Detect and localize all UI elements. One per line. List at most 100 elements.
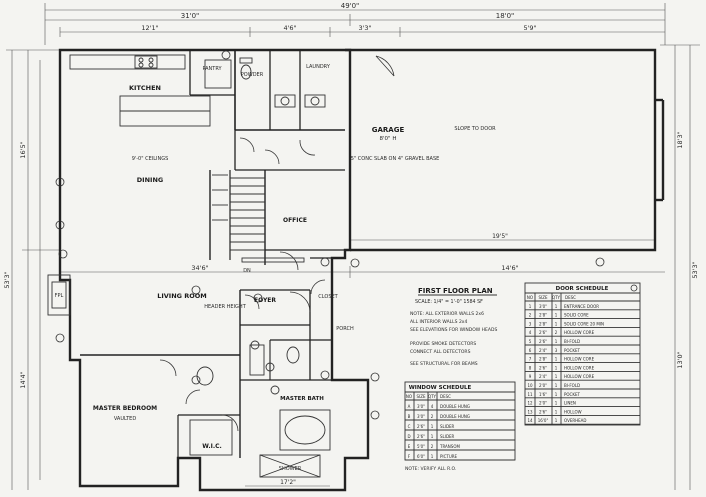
dim-left-overall: 53'3" <box>3 271 11 288</box>
dim-top-c: 4'6" <box>283 24 296 32</box>
window-col-desc: DESC <box>440 394 451 399</box>
plan-title: FIRST FLOOR PLAN <box>418 287 493 295</box>
plan-note-4: PROVIDE SMOKE DETECTORS <box>410 341 476 347</box>
door-schedule-cell: 1 <box>555 409 558 414</box>
dim-mid-b: 14'6" <box>501 264 518 272</box>
door-schedule-cell: ENTRANCE DOOR <box>564 304 599 309</box>
label-porch: PORCH <box>336 326 354 332</box>
door-schedule-cell: 10 <box>527 383 533 388</box>
door-schedule-cell: 2 <box>555 330 558 335</box>
dim-right-a: 18'3" <box>676 131 684 148</box>
window-schedule-cell: B <box>408 414 411 419</box>
window-schedule-cell: 3'0" <box>417 414 425 419</box>
door-schedule-cell: LINEN <box>564 401 576 406</box>
window-schedule-footer: NOTE: VERIFY ALL R.O. <box>405 466 456 472</box>
door-schedule-cell: 2 <box>529 313 532 318</box>
door-schedule-cell: 1 <box>555 383 558 388</box>
door-schedule-cell: SOLID CORE 20 MIN <box>564 321 604 326</box>
label-living-room: LIVING ROOM <box>157 292 207 300</box>
door-schedule-cell: 12 <box>527 401 533 406</box>
label-office: OFFICE <box>283 217 307 224</box>
plan-note-3: SEE ELEVATIONS FOR WINDOW HEADS <box>410 327 497 333</box>
label-wic: W.I.C. <box>202 443 222 450</box>
window-schedule-cell: PICTURE <box>440 454 458 459</box>
ceiling-note: 9'-0" CEILINGS <box>132 156 169 162</box>
closet-shelves <box>189 419 233 456</box>
door-col-desc: DESC <box>565 295 576 300</box>
door-schedule-cell: 1'6" <box>539 392 547 397</box>
plan-note-1: NOTE: ALL EXTERIOR WALLS 2x6 <box>410 311 484 317</box>
label-powder: POWDER <box>241 72 264 78</box>
garage-slope-note: SLOPE TO DOOR <box>454 126 496 132</box>
plan-note-6: SEE STRUCTURAL FOR BEAMS <box>410 361 478 367</box>
window-schedule-cell: 4 <box>431 404 434 409</box>
garage-slab-note: 5" CONC SLAB ON 4" GRAVEL BASE <box>351 156 440 162</box>
window-schedule-cell: E <box>408 444 411 449</box>
window-col-no: NO <box>406 394 412 399</box>
door-schedule-cell: 4 <box>529 330 532 335</box>
room-labels: KITCHEN PANTRY POWDER LAUNDRY GARAGE 8'0… <box>55 64 496 472</box>
window-schedule-cell: 2 <box>431 414 434 419</box>
door-schedule-cell: SOLID CORE <box>564 313 589 318</box>
window-schedule-title: WINDOW SCHEDULE <box>409 385 472 391</box>
dim-left-a: 16'5" <box>19 141 27 158</box>
dim-top-left: 31'0" <box>181 12 200 20</box>
door-schedule-cell: 11 <box>527 392 533 397</box>
washer-icon <box>274 94 296 108</box>
door-schedule-cell: 1 <box>555 313 558 318</box>
door-schedule-cell: 2'6" <box>539 365 547 370</box>
dim-top-d: 3'3" <box>358 24 371 32</box>
dim-right-b: 13'0" <box>676 351 684 368</box>
door-col-qty: QTY <box>552 295 561 300</box>
door-schedule-cell: 3'0" <box>539 304 547 309</box>
label-master-bedroom: MASTER BEDROOM <box>93 405 157 412</box>
door-schedule-cell: 13 <box>527 409 533 414</box>
label-kitchen: KITCHEN <box>129 84 161 92</box>
kitchen-counter <box>69 54 186 70</box>
door-schedule-cell: 1 <box>555 392 558 397</box>
label-shower: SHOWER <box>279 466 302 472</box>
door-schedule-cell: HOLLOW CORE <box>564 374 595 379</box>
label-garage-area: 8'0" H <box>380 136 397 142</box>
door-schedule-cell: 8 <box>529 365 532 370</box>
window-col-size: SIZE <box>417 394 426 399</box>
dim-top-a: 12'1" <box>141 24 158 32</box>
door-schedule-cell: 6 <box>529 348 532 353</box>
door-schedule-cell: 1 <box>555 321 558 326</box>
window-schedule-cell: 1 <box>431 434 434 439</box>
door-schedule-cell: 2'4" <box>539 374 547 379</box>
door-schedule-cell: 16'0" <box>538 418 549 423</box>
door-schedule-cell: 1 <box>555 401 558 406</box>
exterior-walls <box>47 48 665 492</box>
label-foyer: FOYER <box>254 297 276 304</box>
door-schedule-cell: 2'8" <box>539 357 547 362</box>
dimension-lines: 49'0" 31'0" 18'0" 12'1" 4'6" 3'3" 5'9" 5… <box>3 2 700 490</box>
window-schedule-cell: 2'6" <box>417 424 425 429</box>
vanity <box>249 344 265 376</box>
window-schedule-cell: 5'0" <box>417 444 425 449</box>
door-schedule-cell: 2'6" <box>539 330 547 335</box>
door-schedule-cell: BI-FOLD <box>564 383 580 388</box>
door-schedule-cell: HOLLOW <box>564 409 582 414</box>
door-col-no: NO <box>527 295 533 300</box>
window-col-qty: QTY <box>428 394 437 399</box>
door-schedule-cell: 2'6" <box>539 409 547 414</box>
door-swings <box>159 55 395 432</box>
label-laundry: LAUNDRY <box>306 64 331 70</box>
window-schedule-cell: SLIDER <box>440 434 455 439</box>
door-schedule-cell: 1 <box>529 304 532 309</box>
dim-left-b: 14'4" <box>19 371 27 388</box>
toilet-icon <box>240 64 252 80</box>
tub-icon <box>279 409 331 451</box>
door-schedule-cell: 2'8" <box>539 313 547 318</box>
door-col-size: SIZE <box>539 295 548 300</box>
label-master-bath: MASTER BATH <box>280 396 324 402</box>
dim-top-e: 5'9" <box>523 24 536 32</box>
window-schedule-cell: DOUBLE HUNG <box>440 404 470 409</box>
door-schedule-cell: HOLLOW CORE <box>564 330 595 335</box>
door-schedule-cell: 7 <box>529 357 532 362</box>
window-schedule-cell: TRANSOM <box>439 444 460 449</box>
door-schedule-cell: 1 <box>555 304 558 309</box>
